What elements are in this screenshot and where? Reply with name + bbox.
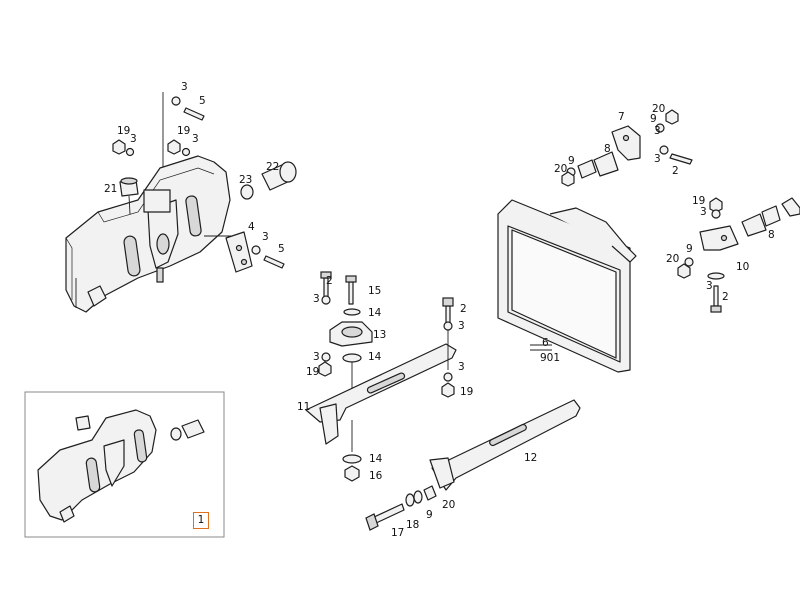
callout-3: 3 xyxy=(458,320,465,332)
callout-22: 22 xyxy=(266,161,279,173)
callout-3: 3 xyxy=(654,125,661,137)
callout-3: 3 xyxy=(654,153,661,165)
callout-8: 8 xyxy=(604,143,611,155)
callout-8: 8 xyxy=(768,229,775,241)
callout-5: 5 xyxy=(199,95,206,107)
callout-18: 18 xyxy=(406,519,419,531)
callout-19: 19 xyxy=(117,125,130,137)
callout-9: 9 xyxy=(568,155,575,167)
callout-20: 20 xyxy=(652,103,665,115)
callout-14: 14 xyxy=(368,351,382,363)
callout-15: 15 xyxy=(368,285,381,297)
callout-20: 20 xyxy=(554,163,567,175)
callout-20: 20 xyxy=(666,253,679,265)
callout-23: 23 xyxy=(239,174,252,186)
upper-right-mount xyxy=(561,109,693,187)
callout-3: 3 xyxy=(313,293,320,305)
callout-3: 3 xyxy=(313,351,320,363)
callout-9: 9 xyxy=(650,113,657,125)
callout-3: 3 xyxy=(181,81,188,93)
callout-2: 2 xyxy=(722,291,729,303)
callout-19: 19 xyxy=(460,386,473,398)
callout-2: 2 xyxy=(326,275,333,287)
callout-6: 6 xyxy=(542,337,549,349)
callout-20: 20 xyxy=(442,499,455,511)
callout-19: 19 xyxy=(692,195,705,207)
callout-7: 7 xyxy=(618,111,625,123)
callout-11: 11 xyxy=(297,401,310,413)
callout-3: 3 xyxy=(700,206,707,218)
callout-4: 4 xyxy=(248,221,255,233)
callout-9: 9 xyxy=(426,509,433,521)
callout-12: 12 xyxy=(524,452,537,464)
inset-reference-label: 1 xyxy=(197,514,205,526)
callout-17: 17 xyxy=(391,527,404,539)
callout-14: 14 xyxy=(369,453,383,465)
callout-901: 901 xyxy=(540,352,560,364)
callout-21: 21 xyxy=(104,183,117,195)
callout-2: 2 xyxy=(672,165,679,177)
callout-10: 10 xyxy=(736,261,749,273)
callout-19: 19 xyxy=(306,366,319,378)
callout-9: 9 xyxy=(686,243,693,255)
callout-5: 5 xyxy=(278,243,285,255)
callout-3: 3 xyxy=(458,361,465,373)
callout-3: 3 xyxy=(130,133,137,145)
lower-right-mount xyxy=(677,197,800,313)
radiator xyxy=(497,199,637,373)
callout-3: 3 xyxy=(262,231,269,243)
callout-19: 19 xyxy=(177,125,190,137)
callout-14: 14 xyxy=(368,307,382,319)
callout-13: 13 xyxy=(373,329,386,341)
callout-16: 16 xyxy=(369,470,383,482)
callout-3: 3 xyxy=(706,280,713,292)
inset-reference-box xyxy=(193,512,209,529)
tank-assembly xyxy=(65,92,297,313)
callout-3: 3 xyxy=(192,133,199,145)
inset-panel xyxy=(24,391,225,538)
callout-2: 2 xyxy=(460,303,467,315)
mount-assembly xyxy=(305,271,581,531)
